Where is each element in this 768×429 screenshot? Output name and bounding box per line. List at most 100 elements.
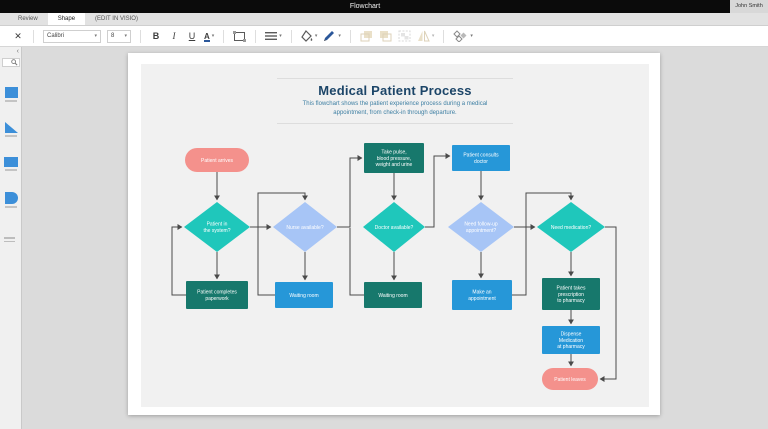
group-button <box>398 30 411 42</box>
bold-button[interactable]: B <box>152 31 160 41</box>
shape-thumb-square[interactable] <box>3 87 19 102</box>
shape-styles-icon <box>453 30 467 42</box>
toolbar-separator <box>255 29 257 43</box>
chevron-down-icon: ▾ <box>279 33 282 39</box>
bring-forward-button <box>360 30 373 42</box>
end-patient-leaves[interactable]: Patient leaves <box>542 368 598 390</box>
user-name[interactable]: John Smith <box>730 0 768 13</box>
chevron-down-icon: ▾ <box>211 33 215 39</box>
process-waiting-room-1[interactable]: Waiting room <box>275 282 333 308</box>
shape-styles-button[interactable]: ▾ <box>453 30 473 42</box>
ribbon-tab-bar: Review Shape (EDIT IN VISIO) <box>0 13 768 26</box>
font-size-select[interactable]: 8 ▾ <box>107 29 131 43</box>
shape-caption <box>5 169 17 171</box>
shapes-sidebar: ‹ <box>0 47 22 429</box>
title-rule-bottom <box>277 123 513 125</box>
format-toolbar: ✕ Calibri ▾ 8 ▾ B I U A ▾ ▾ ▾ <box>0 26 768 47</box>
chevron-down-icon: ▾ <box>124 33 127 39</box>
toolbar-separator <box>140 29 141 43</box>
start-patient-arrives[interactable]: Patient arrives <box>185 148 249 172</box>
tab-review[interactable]: Review <box>18 16 38 22</box>
more-shapes-link[interactable] <box>4 237 15 242</box>
tab-shape[interactable]: Shape <box>47 13 86 25</box>
title-rule-top <box>277 78 513 79</box>
close-icon[interactable]: ✕ <box>14 31 22 41</box>
process-take-vitals[interactable]: Take pulse,blood pressure,weight and uri… <box>364 143 424 173</box>
shape-caption <box>5 206 17 208</box>
collapse-sidebar-icon[interactable]: ‹ <box>16 48 19 55</box>
search-icon <box>11 59 18 66</box>
connector-appointment-loop-to-medication[interactable] <box>512 192 574 296</box>
group-icon <box>398 30 411 42</box>
connector-doctor-to-consult[interactable] <box>425 153 451 228</box>
line-style-button[interactable]: ▾ <box>265 31 282 41</box>
pencil-icon <box>324 31 335 41</box>
triangle-shape-icon <box>4 122 18 133</box>
rectangle-shape-icon <box>4 157 18 167</box>
toolbar-separator <box>33 29 34 43</box>
text-block-button[interactable] <box>233 30 247 42</box>
node-label: Waiting room <box>289 293 318 299</box>
toolbar-separator <box>223 29 225 43</box>
connector-waiting2-merge-to-vitals[interactable] <box>349 228 364 296</box>
window-titlebar: Flowchart <box>0 0 768 13</box>
diagram-title-block: Medical Patient Process This flowchart s… <box>277 78 513 125</box>
shape-search-input[interactable] <box>2 58 20 67</box>
fill-color-button[interactable]: ▾ <box>301 30 318 42</box>
chevron-down-icon: ▾ <box>314 33 318 39</box>
connector-nurse-to-vitals[interactable] <box>337 155 363 228</box>
rounded-shape-icon <box>4 192 18 204</box>
chevron-down-icon: ▾ <box>94 33 97 39</box>
underline-button[interactable]: U <box>188 31 196 41</box>
node-label: Patient leaves <box>554 377 586 383</box>
square-shape-icon <box>4 87 18 98</box>
font-name-select[interactable]: Calibri ▾ <box>43 29 101 43</box>
italic-button[interactable]: I <box>172 31 176 41</box>
flip-rotate-icon <box>417 30 430 42</box>
tab-edit-in-visio[interactable]: (EDIT IN VISIO) <box>95 16 138 22</box>
shape-thumb-rounded[interactable] <box>3 192 19 208</box>
decision-doctor-available[interactable]: Doctor available? <box>363 202 425 252</box>
connector-paperwork-loop-to-system[interactable] <box>171 224 186 296</box>
chevron-down-icon: ▾ <box>338 33 341 39</box>
decision-nurse-available[interactable]: Nurse available? <box>273 202 337 252</box>
font-color-swatch <box>204 39 210 42</box>
shape-caption <box>5 135 17 137</box>
chevron-down-icon: ▾ <box>470 33 473 39</box>
node-label: Need medication? <box>551 225 592 231</box>
window-title: Flowchart <box>349 3 381 10</box>
toolbar-separator <box>443 29 445 43</box>
diagram-subtitle: This flowchart shows the patient experie… <box>302 101 488 116</box>
node-label: Patient arrives <box>201 158 233 164</box>
node-label: Nurse available? <box>286 225 323 231</box>
bring-forward-icon <box>360 31 372 42</box>
font-size-value: 8 <box>111 33 115 39</box>
connector-waiting1-loop-to-nurse[interactable] <box>257 192 308 296</box>
shape-thumb-triangle[interactable] <box>3 122 19 137</box>
shape-thumb-rectangle[interactable] <box>3 157 19 171</box>
connector-medication-no-to-leaves[interactable] <box>599 226 617 382</box>
node-label: Waiting room <box>378 293 407 299</box>
line-color-button[interactable]: ▾ <box>323 30 341 42</box>
decision-need-medication[interactable]: Need medication? <box>537 202 605 252</box>
toolbar-separator <box>290 29 292 43</box>
process-waiting-room-2[interactable]: Waiting room <box>364 282 422 308</box>
flip-rotate-button: ▾ <box>417 30 434 42</box>
paint-bucket-icon <box>301 30 313 42</box>
font-color-button[interactable]: A ▾ <box>204 31 215 42</box>
